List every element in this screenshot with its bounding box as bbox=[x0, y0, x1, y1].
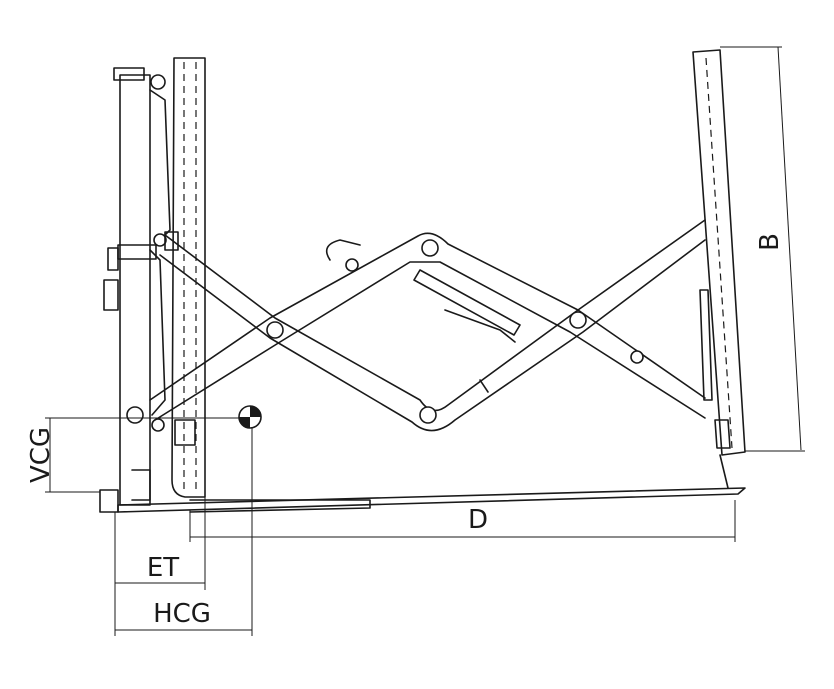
forks bbox=[117, 454, 746, 513]
fork-upright bbox=[164, 57, 206, 498]
dimension-label-vcg: VCG bbox=[26, 427, 56, 483]
dimension-label-hcg: HCG bbox=[153, 599, 211, 629]
dimension-label-et: ET bbox=[147, 553, 179, 583]
dimension-label-b: B bbox=[755, 233, 785, 251]
push-plate bbox=[692, 49, 746, 456]
center-of-gravity-symbol bbox=[238, 405, 262, 429]
dimension-label-d: D bbox=[468, 505, 488, 535]
scissor-arms bbox=[149, 219, 706, 432]
carriage-frame bbox=[99, 67, 171, 513]
dimension-lines bbox=[45, 46, 805, 636]
